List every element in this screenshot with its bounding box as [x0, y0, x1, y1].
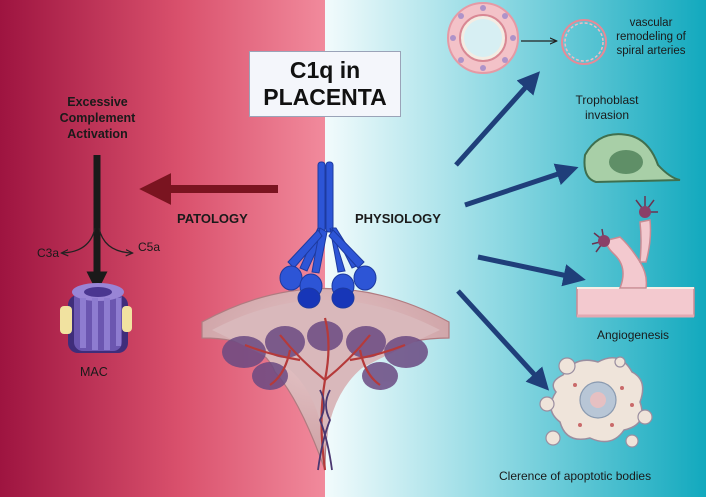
mac-complex	[60, 283, 132, 353]
c5a-label: C5a	[138, 240, 161, 254]
c5a-branch-arrow	[98, 227, 132, 253]
vascular-line1: vascular	[629, 17, 673, 29]
mac-label: MAC	[80, 365, 108, 379]
c3a-label: C3a	[37, 246, 60, 260]
complement-heading-line2: Complement	[59, 111, 136, 125]
complement-heading-line1: Excessive	[67, 95, 128, 109]
c3a-branch-arrow	[62, 227, 96, 253]
placenta-illustration	[201, 288, 450, 471]
arrow-to-angiogenesis	[477, 254, 586, 287]
trophoblast-cell-icon	[583, 133, 681, 184]
arrow-to-clearance	[456, 289, 550, 391]
title-box: C1q in PLACENTA	[249, 51, 401, 117]
complement-heading-line3: Activation	[67, 127, 128, 141]
angiogenesis-vessel-icon	[576, 196, 695, 318]
title-line1: C1q in	[289, 57, 361, 83]
c1q-molecule	[279, 161, 377, 309]
title-line2: PLACENTA	[263, 84, 387, 110]
arrow-to-vascular	[454, 71, 541, 167]
trophoblast-label: Trophoblast invasion	[567, 93, 647, 123]
pathology-label: PATOLOGY	[177, 211, 248, 226]
spiral-artery-before-icon	[447, 2, 519, 74]
vascular-line3: spiral arteries	[616, 45, 686, 57]
vascular-line2: remodeling of	[616, 31, 686, 43]
clearance-label: Clerence of apoptotic bodies	[499, 469, 652, 483]
apoptotic-body-icon	[539, 356, 653, 448]
physiology-label: PHYSIOLOGY	[355, 211, 441, 226]
vascular-remodeling-label: vascular remodeling of spiral arteries	[605, 16, 697, 58]
trophoblast-line1: Trophoblast	[575, 93, 639, 107]
arrow-to-trophoblast	[464, 163, 579, 208]
angiogenesis-label: Angiogenesis	[597, 328, 670, 342]
complement-heading: Excessive Complement Activation	[40, 94, 155, 142]
trophoblast-line2: invasion	[584, 108, 630, 122]
spiral-artery-after-icon	[561, 19, 607, 65]
